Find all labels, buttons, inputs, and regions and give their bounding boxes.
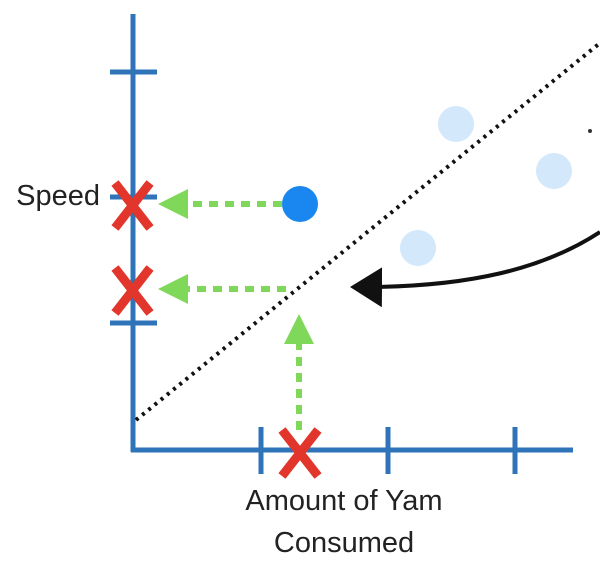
data-point-highlight <box>282 186 318 222</box>
y-axis-label: Speed <box>16 180 100 212</box>
x-mark-icon <box>111 180 154 231</box>
dashed-arrow-icon <box>284 314 314 430</box>
curved-arrow-icon <box>350 230 600 308</box>
dashed-arrow-icon <box>158 274 286 304</box>
x-axis-label-line2: Consumed <box>274 527 414 559</box>
x-mark-icon <box>111 265 154 316</box>
x-axis-label-line1: Amount of Yam <box>245 485 442 517</box>
y-axis <box>110 14 157 452</box>
data-point-faded <box>536 153 572 189</box>
data-point-faded <box>438 106 474 142</box>
stray-dot <box>588 129 592 133</box>
dashed-arrow-icon <box>158 189 282 219</box>
fit-line <box>134 41 600 422</box>
data-point-faded <box>400 230 436 266</box>
x-mark-icon <box>278 427 322 479</box>
x-axis <box>131 427 573 474</box>
